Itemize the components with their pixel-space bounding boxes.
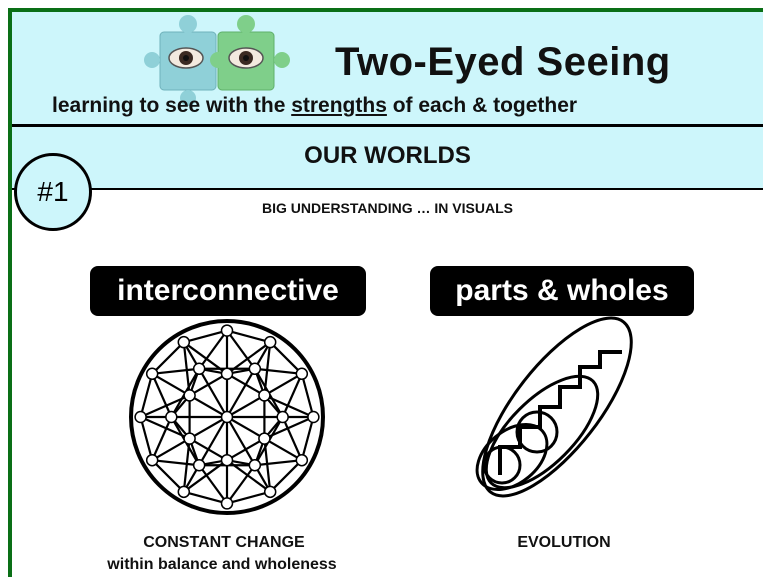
section-tagline: BIG UNDERSTANDING … IN VISUALS (262, 200, 513, 216)
sphere-edge (269, 459, 303, 493)
caption-evolution: EVOLUTION (517, 534, 611, 551)
concept-label-parts-wholes: parts & wholes (430, 266, 694, 316)
sphere-edge (226, 394, 265, 418)
sphere-node (276, 410, 289, 424)
sphere-edge (189, 394, 228, 418)
sphere-edge (151, 416, 173, 461)
sphere-edge (226, 372, 265, 397)
sphere-edge (139, 416, 154, 461)
sphere-edge (226, 416, 265, 440)
sphere-node (220, 367, 234, 381)
header-banner: Two-Eyed Seeing learning to see with the… (12, 12, 763, 127)
sphere-edge (183, 490, 228, 505)
sphere-node (248, 362, 262, 376)
concept-label-interconnective: interconnective (90, 266, 366, 316)
sphere-edge (183, 329, 228, 344)
sphere-node (177, 485, 191, 499)
sphere-edge (226, 464, 256, 505)
section-title: OUR WORLDS (304, 142, 471, 169)
sphere-edge (152, 459, 200, 467)
sphere-node (258, 389, 271, 402)
sphere-edge (226, 329, 256, 370)
subtitle-pre: learning to see with the (52, 94, 292, 117)
sphere-node (183, 432, 196, 445)
sphere-node (220, 324, 234, 337)
sphere-node (295, 367, 309, 381)
sphere-node (258, 432, 271, 445)
sphere-node (220, 453, 234, 467)
sphere-node (145, 453, 159, 467)
sphere-edge (281, 416, 303, 461)
nested-ellipses-zigzag-icon (475, 316, 633, 498)
sphere-edge (300, 416, 315, 461)
page-title: Two-Eyed Seeing (335, 40, 671, 84)
sphere-edge (254, 459, 302, 467)
sphere-edge (198, 416, 228, 466)
sphere-node (145, 367, 159, 381)
sphere-edge (263, 372, 303, 397)
sphere-edge (263, 437, 303, 462)
sphere-edge (226, 490, 271, 505)
sphere-edge (226, 368, 256, 418)
sphere-node (165, 410, 178, 424)
sphere-node (177, 335, 191, 349)
sphere-edge (281, 373, 303, 418)
sphere-node (295, 453, 309, 467)
section-number-badge: #1 (14, 153, 92, 231)
section-number: #1 (37, 176, 69, 207)
sphere-node (183, 389, 196, 402)
sphere-edge (151, 437, 191, 462)
sphere-edge (198, 368, 228, 418)
subtitle-emphasis: strengths (291, 94, 387, 117)
sphere-edge (198, 464, 228, 505)
sphere-edge (254, 367, 302, 375)
sphere-edge (189, 372, 228, 397)
caption-balance-wholeness: within balance and wholeness (107, 556, 337, 573)
sphere-edge (151, 459, 185, 493)
sphere-edge (198, 329, 228, 370)
two-eyed-puzzle-icon (144, 15, 290, 106)
sphere-edge (139, 373, 154, 418)
sphere-node (307, 410, 320, 424)
slide: Two-Eyed Seeing learning to see with the… (8, 8, 763, 577)
sphere-edge (300, 373, 315, 418)
sphere-edge (226, 416, 256, 466)
geodesic-sphere-icon (129, 319, 325, 515)
sphere-node (220, 497, 234, 510)
sphere-edge (152, 367, 200, 375)
sphere-node (248, 458, 262, 472)
sphere-edge (226, 437, 265, 462)
sphere-edge (189, 437, 228, 462)
caption-constant-change: CONSTANT CHANGE (143, 534, 305, 551)
sphere-node (134, 410, 147, 424)
sphere-edge (151, 373, 173, 418)
sphere-edge (189, 416, 228, 440)
sphere-edge (226, 329, 271, 344)
sphere-edge (151, 341, 185, 375)
sphere-edge (151, 372, 191, 397)
page-subtitle: learning to see with the strengths of ea… (52, 94, 577, 118)
sphere-node (192, 362, 206, 376)
subtitle-post: of each & together (386, 94, 578, 117)
section-band: OUR WORLDS (12, 127, 763, 190)
sphere-node (220, 410, 234, 424)
sphere-outline (129, 319, 325, 515)
sphere-node (192, 458, 206, 472)
sphere-edge (269, 341, 303, 375)
sphere-node (263, 485, 277, 499)
sphere-node (263, 335, 277, 349)
